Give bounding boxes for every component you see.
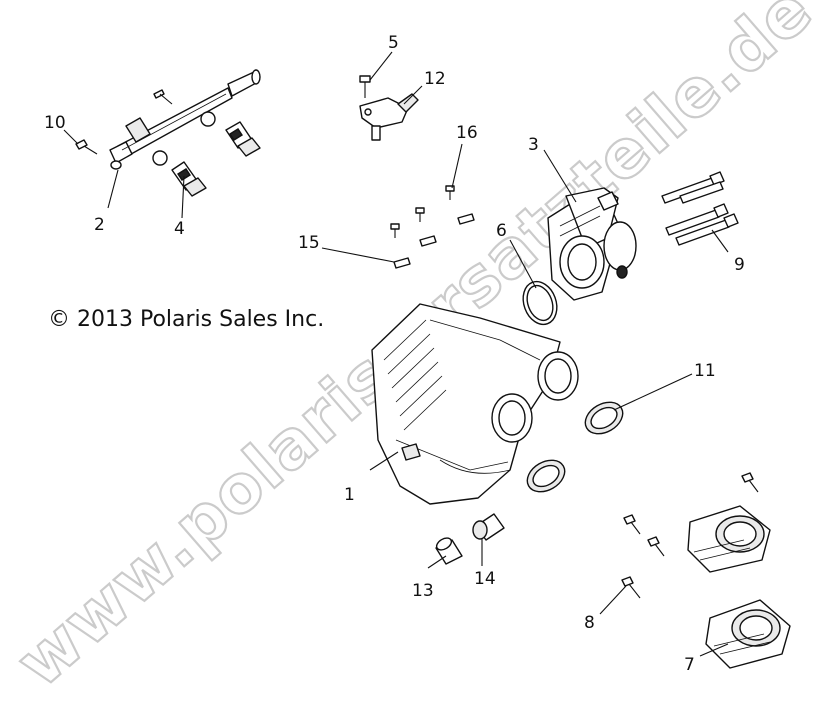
callout-12: 12 [424,69,446,89]
callout-16: 16 [456,123,478,143]
callout-7: 7 [684,655,695,675]
part-10-screw [75,139,98,155]
callout-15: 15 [298,233,320,253]
part-11-clamps [526,401,624,493]
part-15-clips [393,213,475,269]
callout-numbers: 1 2 3 4 5 6 7 8 9 10 11 12 13 14 15 16 [44,33,745,675]
callout-4: 4 [174,219,185,239]
part-7-boot-lower [705,599,791,669]
callout-3: 3 [528,135,539,155]
callout-6: 6 [496,221,507,241]
part-16-screws [390,185,455,238]
callout-8: 8 [584,613,595,633]
callout-11: 11 [694,361,716,381]
leader-lines [63,51,729,657]
callout-10: 10 [44,113,66,133]
callout-9: 9 [734,255,745,275]
copyright-text: © 2013 Polaris Sales Inc. [48,307,324,332]
part-12-sensor [359,93,419,141]
injector-c [125,117,151,143]
callout-14: 14 [474,569,496,589]
part-13-sleeve [435,537,463,565]
injector-b [225,121,261,157]
part-9-bolts [661,171,739,246]
part-1-intake-plenum [371,303,579,505]
part-14-plug [472,513,505,541]
part-4-injector [171,161,207,197]
callout-5: 5 [388,33,399,53]
callout-1: 1 [344,485,355,505]
part-2-fuel-rail [109,69,261,170]
part-6-gasket [522,280,558,326]
callout-2: 2 [94,215,105,235]
part-8-screws [621,472,759,599]
part-5-bolt [359,75,371,98]
callout-13: 13 [412,581,434,601]
part-7-boot-upper [687,505,771,573]
part-2-rail-screw [153,89,173,105]
part-3-throttle-body [547,187,637,301]
